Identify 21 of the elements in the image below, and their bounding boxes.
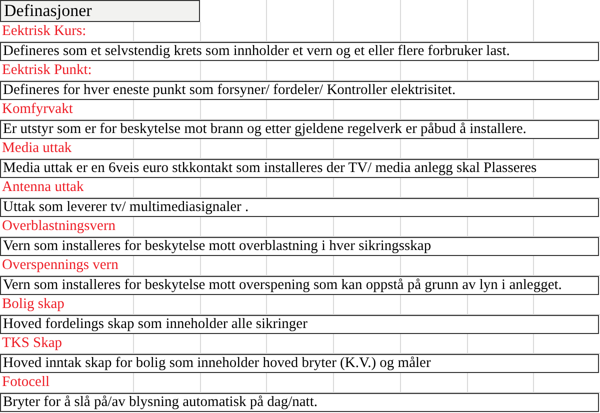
term-heading: Overblastningsvern bbox=[2, 218, 116, 234]
definition-cell: Uttak som leverer tv/ multimediasignaler . bbox=[0, 198, 599, 217]
term-heading: Antenna uttak bbox=[2, 179, 84, 195]
term-heading: Overspennings vern bbox=[2, 257, 118, 273]
definition-cell: Hoved fordelings skap som inneholder alle sikringer bbox=[0, 315, 599, 334]
definition-cell: Bryter for å slå på/av blysning automatisk på dag/natt. bbox=[0, 393, 599, 412]
term-heading: Eektrisk Kurs: bbox=[2, 23, 86, 39]
term-heading: Fotocell bbox=[2, 374, 50, 390]
definition-cell: Er utstyr som er for beskytelse mot brann og etter gjeldene regelverk er påbud å installere. bbox=[0, 120, 599, 139]
term-heading: Media uttak bbox=[2, 140, 72, 156]
definition-cell: Defineres som et selvstendig krets som innholder et vern og et eller flere forbruker last. bbox=[0, 42, 599, 61]
term-heading: TKS Skap bbox=[2, 335, 62, 351]
definition-cell: Vern som installeres for beskytelse mott overblastning i hver sikringsskap bbox=[0, 237, 599, 256]
term-heading: Bolig skap bbox=[2, 296, 64, 312]
definition-cell: Vern som installeres for beskytelse mott overspening som kan oppstå på grunn av lyn i anlegget. bbox=[0, 276, 599, 295]
term-heading: Eektrisk Punkt: bbox=[2, 62, 92, 78]
term-heading: Komfyrvakt bbox=[2, 101, 73, 117]
definition-cell: Defineres for hver eneste punkt som forsyner/ fordeler/ Kontroller elektrisitet. bbox=[0, 81, 599, 100]
definition-cell: Media uttak er en 6veis euro stkkontakt som installeres der TV/ media anlegg skal Plasseres bbox=[0, 159, 599, 178]
definition-cell: Hoved inntak skap for bolig som inneholder hoved bryter (K.V.) og måler bbox=[0, 354, 599, 373]
title-cell: Definasjoner bbox=[0, 0, 200, 22]
